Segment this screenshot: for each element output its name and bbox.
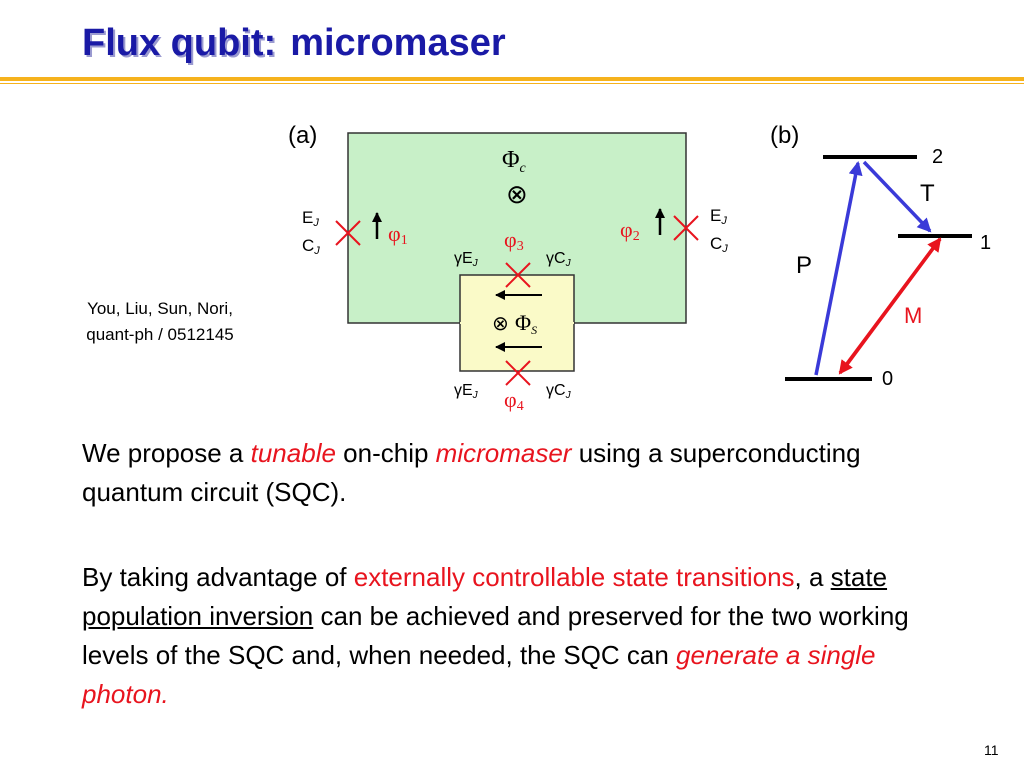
left-ej-sub: J bbox=[312, 217, 319, 229]
panel-label-a: (a) bbox=[288, 122, 317, 149]
left-ej: EJ bbox=[302, 208, 319, 229]
phi2-label: φ bbox=[620, 217, 633, 242]
slide-title: Flux qubit: micromaser bbox=[82, 22, 506, 65]
gamma-cj-bottom: γCJ bbox=[546, 382, 572, 401]
para1-tunable: tunable bbox=[250, 438, 336, 468]
right-ej-sub: J bbox=[720, 215, 727, 227]
phi1-sub: 1 bbox=[401, 233, 408, 248]
phi-s-symbol: ΦS bbox=[515, 310, 537, 337]
phi4-sub: 4 bbox=[517, 399, 524, 414]
flux-into-page-icon-s: ⊗ bbox=[492, 311, 509, 335]
junction-right-cross-b bbox=[673, 215, 699, 241]
arrow-p-label: P bbox=[796, 252, 812, 279]
left-cj: CJ bbox=[302, 236, 320, 257]
level-1-label: 1 bbox=[980, 232, 991, 254]
gamma-ej-bottom: γEJ bbox=[454, 382, 479, 401]
maser-arrow-m-reverse bbox=[843, 237, 942, 369]
gamma-ej-top-sub: J bbox=[472, 258, 479, 269]
phi4-symbol: φ4 bbox=[504, 387, 524, 414]
gamma-cj-bottom-sub: J bbox=[565, 390, 572, 401]
right-ej-label: E bbox=[710, 206, 721, 225]
right-cj: CJ bbox=[710, 234, 728, 255]
left-cj-label: C bbox=[302, 236, 314, 255]
para2-text-e: can be achieved and preserved for the tw… bbox=[82, 601, 909, 670]
gamma-ej-top: γEJ bbox=[454, 250, 479, 269]
panel-label-b: (b) bbox=[770, 122, 799, 149]
gamma-ej-bottom-sub: J bbox=[472, 390, 479, 401]
para1-text-e: using a superconducting quantum circuit … bbox=[82, 438, 861, 507]
para2-single-photon: generate a single photon. bbox=[82, 640, 876, 709]
phi-c-label: Φ bbox=[502, 147, 520, 173]
para2-text-a: By taking advantage of bbox=[82, 562, 354, 592]
phi-c-subscript: c bbox=[520, 161, 527, 176]
phi3-label: φ bbox=[504, 227, 517, 252]
para1-text-c: on-chip bbox=[335, 438, 436, 468]
arrow-m-label: M bbox=[904, 303, 922, 328]
phi1-symbol: φ1 bbox=[388, 221, 408, 248]
left-ej-label: E bbox=[302, 208, 313, 227]
paragraph-proposal: We propose a tunable on-chip micromaser … bbox=[82, 434, 962, 512]
right-cj-sub: J bbox=[721, 243, 728, 255]
gamma-ej-top-label: γE bbox=[454, 250, 473, 267]
phi-c-symbol: Φc bbox=[502, 147, 527, 176]
title-rule-thick bbox=[0, 77, 1024, 81]
gamma-cj-top: γCJ bbox=[546, 250, 572, 269]
level-0-label: 0 bbox=[882, 368, 893, 390]
right-ej: EJ bbox=[710, 206, 727, 227]
arrow-t-label: T bbox=[920, 180, 935, 207]
phi-s-sub: S bbox=[531, 323, 537, 337]
title-rule-thin bbox=[0, 83, 1024, 84]
phi2-sub: 2 bbox=[633, 229, 640, 244]
title-main: Flux qubit: bbox=[82, 22, 277, 64]
para2-population-inversion: state population inversion bbox=[82, 562, 888, 631]
flux-into-page-icon-c: ⊗ bbox=[506, 180, 528, 210]
title-sub: micromaser bbox=[290, 22, 506, 64]
phi3-sub: 3 bbox=[517, 239, 524, 254]
phi4-label: φ bbox=[504, 387, 517, 412]
left-cj-sub: J bbox=[313, 245, 320, 257]
junction-top-cross-b bbox=[505, 262, 531, 288]
paragraph-advantage: By taking advantage of externally contro… bbox=[82, 558, 962, 714]
transition-arrow-t bbox=[862, 160, 932, 233]
phi3-symbol: φ3 bbox=[504, 227, 524, 254]
para1-micromaser: micromaser bbox=[435, 438, 572, 468]
para2-controllable-transitions: externally controllable state transition… bbox=[353, 562, 795, 592]
citation: You, Liu, Sun, Nori, quant-ph / 0512145 bbox=[52, 296, 268, 348]
gamma-cj-top-label: γC bbox=[546, 250, 566, 267]
phi1-label: φ bbox=[388, 221, 401, 246]
para2-text-c: , a bbox=[794, 562, 831, 592]
pump-arrow-p bbox=[814, 161, 863, 376]
phi-s-label: Φ bbox=[515, 310, 531, 335]
right-cj-label: C bbox=[710, 234, 722, 253]
para1-text-a: We propose a bbox=[82, 438, 251, 468]
gamma-cj-top-sub: J bbox=[565, 258, 572, 269]
citation-authors: You, Liu, Sun, Nori, bbox=[87, 299, 233, 318]
citation-reference: quant-ph / 0512145 bbox=[86, 325, 234, 344]
gamma-cj-bottom-label: γC bbox=[546, 382, 566, 399]
junction-bottom-cross-b bbox=[505, 360, 531, 386]
phi2-symbol: φ2 bbox=[620, 217, 640, 244]
level-2-label: 2 bbox=[932, 146, 943, 168]
gamma-ej-bottom-label: γE bbox=[454, 382, 473, 399]
junction-left-cross-b bbox=[335, 220, 361, 246]
circuit-and-level-figure: (a) Φc ⊗ EJ CJ φ1 EJ CJ φ2 φ3 γEJ γCJ ⊗ … bbox=[288, 122, 991, 414]
page-number: 11 bbox=[984, 742, 999, 758]
